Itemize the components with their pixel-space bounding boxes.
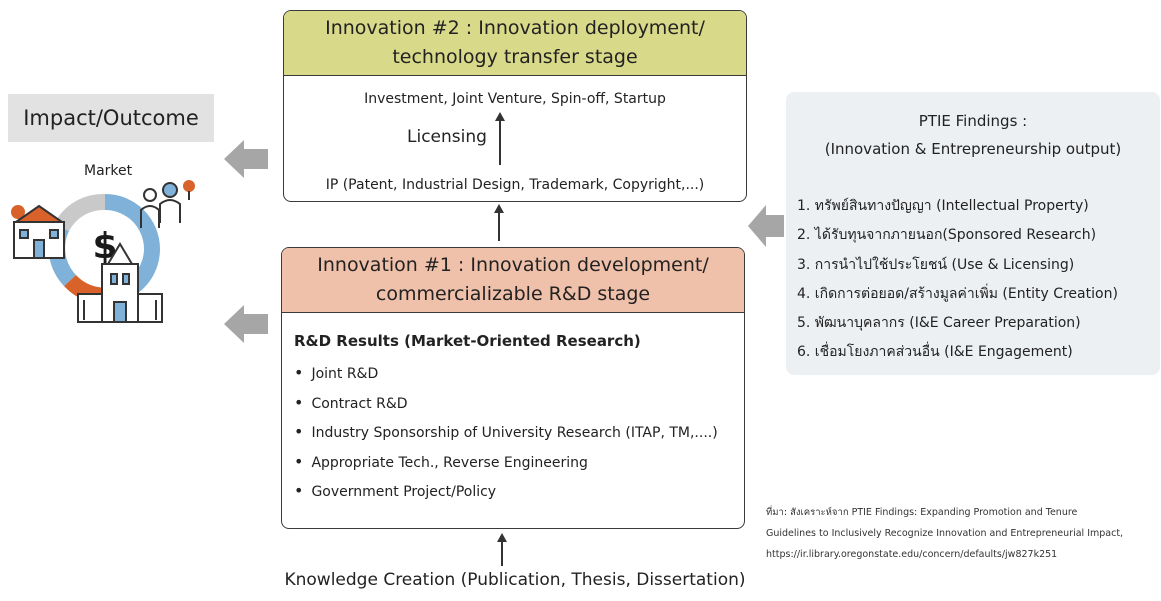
innovation-1-box: Innovation #1 : Innovation development/ …	[281, 247, 745, 529]
list-item: Government Project/Policy	[294, 476, 718, 506]
list-item: 2. ได้รับทุนจากภายนอก(Sponsored Research…	[797, 227, 1097, 244]
source-note: ที่มา: สังเคราะห์จาก PTIE Findings: Expa…	[766, 502, 1158, 565]
innovation-2-box: Innovation #2 : Innovation deployment/ t…	[283, 10, 747, 202]
innovation-2-title-line1: Innovation #2 : Innovation deployment/	[325, 17, 705, 39]
source-line-2: Guidelines to Inclusively Recognize Inno…	[766, 528, 1124, 539]
ptie-findings-panel: PTIE Findings : (Innovation & Entreprene…	[786, 92, 1160, 375]
source-line-3: https://ir.library.oregonstate.edu/conce…	[766, 549, 1058, 560]
list-item: 5. พัฒนาบุคลากร (I&E Career Preparation)	[797, 315, 1081, 332]
source-line-1: ที่มา: สังเคราะห์จาก PTIE Findings: Expa…	[766, 507, 1078, 518]
school-building-icon	[11, 204, 66, 259]
licensing-arrow-icon	[495, 112, 505, 165]
university-building-icon	[77, 242, 163, 323]
list-item: Appropriate Tech., Reverse Engineering	[294, 447, 718, 477]
list-item: 1. ทรัพย์สินทางปัญญา (Intellectual Prope…	[797, 198, 1089, 214]
list-item: Industry Sponsorship of University Resea…	[294, 417, 717, 447]
people-icon	[140, 180, 195, 228]
impact-outcome-label: Impact/Outcome	[8, 94, 214, 142]
deployment-outputs-text: Investment, Joint Venture, Spin-off, Sta…	[364, 91, 666, 107]
knowledge-creation-label: Knowledge Creation (Publication, Thesis,…	[284, 570, 746, 590]
innovation-1-title-line1: Innovation #1 : Innovation development/	[317, 254, 709, 276]
licensing-label: Licensing	[407, 127, 487, 147]
innovation-1-title-line2: commercializable R&D stage	[375, 283, 651, 305]
findings-left-arrow-icon	[748, 205, 784, 247]
list-item: 6. เชื่อมโยงภาคส่วนอื่น (I&E Engagement)	[797, 344, 1073, 361]
outcome-left-arrow-icon	[224, 305, 268, 343]
innovation-1-header: Innovation #1 : Innovation development/ …	[282, 248, 744, 313]
impact-left-arrow-icon	[224, 140, 268, 178]
impact-outcome-text: Impact/Outcome	[23, 106, 199, 130]
rd-results-list: Joint R&D Contract R&D Industry Sponsors…	[294, 358, 718, 506]
ip-outputs-text: IP (Patent, Industrial Design, Trademark…	[325, 177, 705, 193]
stage-up-arrow-icon	[494, 204, 504, 241]
list-item: 3. การนำไปใช้ประโยชน์ (Use & Licensing)	[797, 256, 1075, 273]
findings-subtitle: (Innovation & Entrepreneurship output)	[824, 140, 1122, 158]
findings-title: PTIE Findings :	[918, 112, 1028, 130]
list-item: 4. เกิดการต่อยอด/สร้างมูลค่าเพิ่ม (Entit…	[797, 285, 1118, 302]
rd-results-title: R&D Results (Market-Oriented Research)	[294, 332, 641, 350]
knowledge-up-arrow-icon	[497, 533, 507, 566]
market-illustration: $	[11, 180, 195, 323]
innovation-2-title-line2: technology transfer stage	[392, 46, 638, 68]
innovation-2-header: Innovation #2 : Innovation deployment/ t…	[284, 11, 746, 76]
market-label: Market	[84, 163, 133, 179]
findings-list: 1. ทรัพย์สินทางปัญญา (Intellectual Prope…	[797, 192, 1118, 368]
list-item: Joint R&D	[294, 358, 718, 388]
list-item: Contract R&D	[294, 388, 718, 418]
